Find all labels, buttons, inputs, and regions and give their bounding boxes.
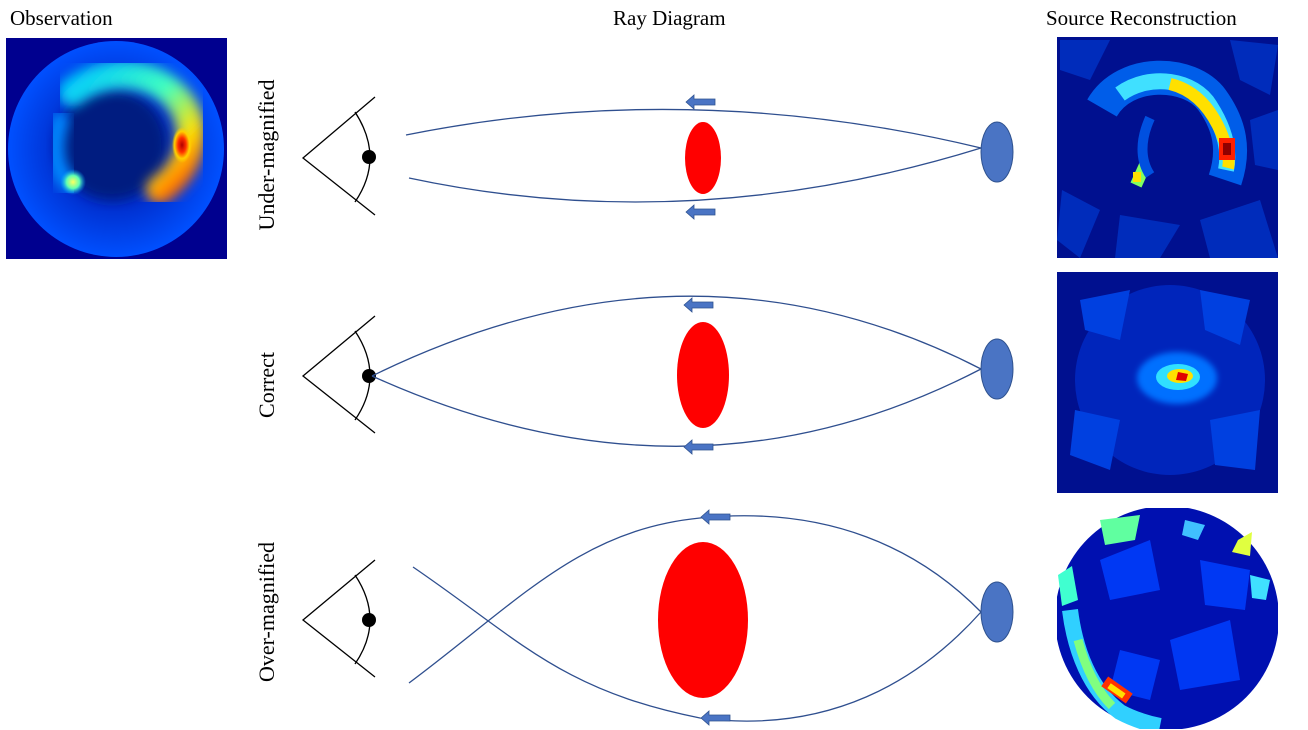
ray-arrow-icon [685,94,716,110]
light-ray [371,295,982,377]
ray-arrow-icon [683,297,714,313]
light-ray [412,566,982,722]
source-reconstruction-over-magnified [1057,508,1278,729]
header-source-reconstruction: Source Reconstruction [1046,6,1237,30]
lens-galaxy [685,122,721,194]
eye-icon [301,559,376,678]
eye-icon [301,315,376,434]
source-reconstruction-under-magnified [1057,37,1278,258]
header-observation: Observation [10,6,113,30]
observation-image [6,38,227,259]
ray-arrow-icon [700,509,731,525]
ray-diagram-correct [301,295,1014,455]
source-galaxy [980,581,1014,643]
light-ray [371,368,982,447]
ray-arrow-icon [683,439,714,455]
light-ray [405,108,982,149]
source-galaxy [980,121,1014,183]
source-galaxy [980,338,1014,400]
light-ray [408,515,982,684]
lens-galaxy [658,542,748,698]
source-reconstruction-correct [1057,272,1278,493]
lens-galaxy [677,322,729,428]
eye-icon [301,96,376,216]
ray-diagram-under-magnified [301,94,1014,220]
ray-diagram-over-magnified [301,509,1014,726]
light-ray [408,147,982,203]
ray-arrow-icon [700,710,731,726]
header-ray-diagram: Ray Diagram [613,6,726,30]
ray-arrow-icon [685,204,716,220]
